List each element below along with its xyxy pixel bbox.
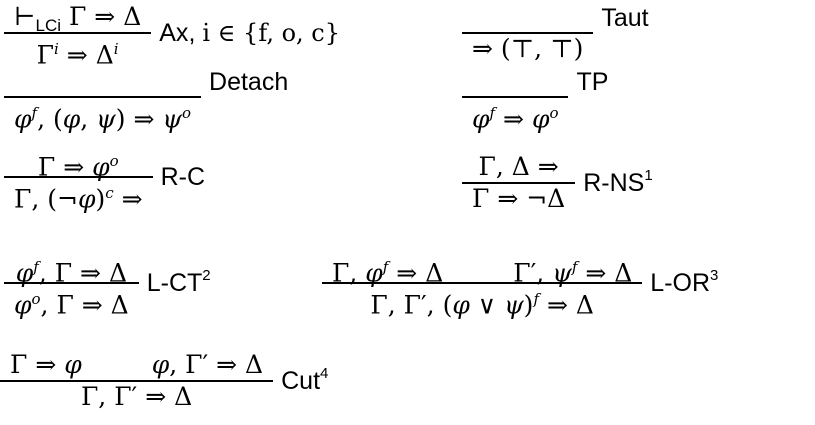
footnote-marker: 3 — [710, 266, 719, 284]
rule-l-or-conclusion: Γ, Γ′, (φ ∨ ψ)f ⇒ Δ — [370, 290, 594, 320]
rule-cut-conclusion: Γ, Γ′ ⇒ Δ — [80, 382, 193, 411]
rule-r-c-label: R-C — [160, 162, 205, 191]
rule-l-ct-label: L-CT2 — [146, 266, 211, 297]
rule-ax: ⊢LCi Γ ⇒ Δ Γi ⇒ Δi Ax, i ∈ {f, o, c} — [4, 2, 341, 70]
inference-line — [4, 32, 152, 34]
rule-l-ct-premise: φf, Γ ⇒ Δ — [15, 258, 127, 288]
rule-r-c-premise: Γ ⇒ φo — [37, 152, 119, 182]
rule-l-ct: φf, Γ ⇒ Δ φo, Γ ⇒ Δ L-CT2 — [4, 252, 211, 320]
inference-line — [4, 176, 153, 178]
rule-r-ns-label: R-NS1 — [583, 166, 653, 197]
rule-tp-fraction: φf ⇒ φo — [462, 66, 569, 134]
footnote-marker: 1 — [644, 166, 653, 184]
rule-r-c-fraction: Γ ⇒ φo Γ, (¬φ)c ⇒ — [4, 146, 153, 214]
rule-r-ns-conclusion: Γ ⇒ ¬Δ — [472, 184, 566, 213]
rule-r-c: Γ ⇒ φo Γ, (¬φ)c ⇒ R-C — [4, 146, 205, 214]
inference-line — [0, 380, 274, 382]
rule-ax-conclusion: Γi ⇒ Δi — [36, 40, 119, 70]
rule-r-c-conclusion: Γ, (¬φ)c ⇒ — [14, 184, 143, 214]
rule-l-or-label: L-OR3 — [650, 266, 719, 297]
rule-ax-premise: ⊢LCi Γ ⇒ Δ — [14, 2, 142, 35]
rule-l-ct-conclusion: φo, Γ ⇒ Δ — [14, 290, 129, 320]
rule-detach: φf, (φ, ψ) ⇒ ψo Detach — [4, 66, 289, 134]
footnote-marker: 2 — [202, 266, 211, 284]
footnote-marker: 4 — [320, 364, 329, 382]
rule-cut-label: Cut4 — [281, 364, 329, 395]
inference-line — [4, 282, 139, 284]
rule-taut-label: Taut — [601, 3, 649, 32]
rule-detach-fraction: φf, (φ, ψ) ⇒ ψo — [4, 66, 202, 134]
rule-ax-label: Ax, i ∈ {f, o, c} — [159, 18, 341, 47]
rule-taut-conclusion: ⇒ (⊤, ⊤) — [472, 34, 584, 63]
rule-l-ct-fraction: φf, Γ ⇒ Δ φo, Γ ⇒ Δ — [4, 252, 139, 320]
inference-line — [4, 96, 202, 98]
rule-detach-conclusion: φf, (φ, ψ) ⇒ ψo — [14, 104, 192, 134]
inference-line — [462, 32, 594, 34]
rule-tp: φf ⇒ φo TP — [462, 66, 609, 134]
inference-line — [462, 96, 569, 98]
rule-taut-fraction: ⇒ (⊤, ⊤) — [462, 2, 594, 64]
inference-line — [322, 282, 643, 284]
rule-taut: ⇒ (⊤, ⊤) Taut — [462, 2, 649, 64]
rule-r-ns-premise: Γ, Δ ⇒ — [478, 152, 559, 181]
rule-ax-fraction: ⊢LCi Γ ⇒ Δ Γi ⇒ Δi — [4, 2, 152, 70]
rule-detach-label: Detach — [209, 67, 289, 96]
rule-tp-label: TP — [576, 67, 609, 96]
rule-r-ns: Γ, Δ ⇒ Γ ⇒ ¬Δ R-NS1 — [462, 152, 653, 214]
rule-r-ns-fraction: Γ, Δ ⇒ Γ ⇒ ¬Δ — [462, 152, 576, 214]
inference-line — [462, 182, 576, 184]
rule-tp-conclusion: φf ⇒ φo — [472, 104, 559, 134]
